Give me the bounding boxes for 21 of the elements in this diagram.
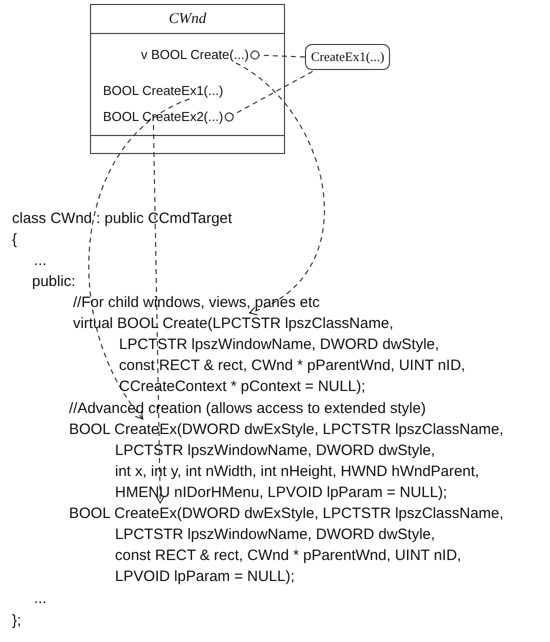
dashed-connector bbox=[235, 62, 325, 314]
code-comment: //Advanced creation (allows access to extended style) bbox=[69, 399, 426, 419]
code-line: { bbox=[12, 230, 18, 250]
dashed-connector bbox=[152, 124, 165, 504]
method-label: v BOOL Create(...) bbox=[141, 47, 249, 63]
dashed-connector bbox=[250, 50, 306, 60]
note-box: CreateEx1(...) bbox=[305, 44, 390, 70]
dashed-connector bbox=[88, 98, 190, 420]
code-line: ... bbox=[34, 589, 47, 609]
code-line: ... bbox=[34, 251, 47, 271]
code-declaration: BOOL CreateEx(DWORD dwExStyle, LPCTSTR lpszClassName, LPCTSTR lpszWindowName, DWORD dwStyle, int x, int y, int nWidth, int nHeight, HWND hWndParent, HMENU nIDorHMenu, LPVOID lpParam = NULL); bbox=[69, 419, 504, 503]
class-box bbox=[90, 4, 285, 154]
code-line: class CWnd : public CCmdTarget bbox=[12, 209, 232, 229]
class-name: CWnd bbox=[91, 5, 284, 34]
code-line: }; bbox=[12, 611, 22, 631]
method-label: BOOL CreateEx1(...) bbox=[103, 83, 224, 99]
code-line: public: bbox=[32, 272, 76, 292]
method-label: BOOL CreateEx2(...) bbox=[103, 109, 224, 125]
code-declaration: virtual BOOL Create(LPCTSTR lpszClassName, LPCTSTR lpszWindowName, DWORD dwStyle, const RECT & rect, CWnd * pParentWnd, UINT nID, CCreateContext * pContext = NULL); bbox=[73, 313, 466, 397]
code-declaration: BOOL CreateEx(DWORD dwExStyle, LPCTSTR lpszClassName, LPCTSTR lpszWindowName, DWORD dwStyle, const RECT & rect, CWnd * pParentWnd, UINT nID, LPVOID lpParam = NULL); bbox=[69, 503, 504, 587]
code-comment: //For child windows, views, panes etc bbox=[73, 293, 320, 313]
